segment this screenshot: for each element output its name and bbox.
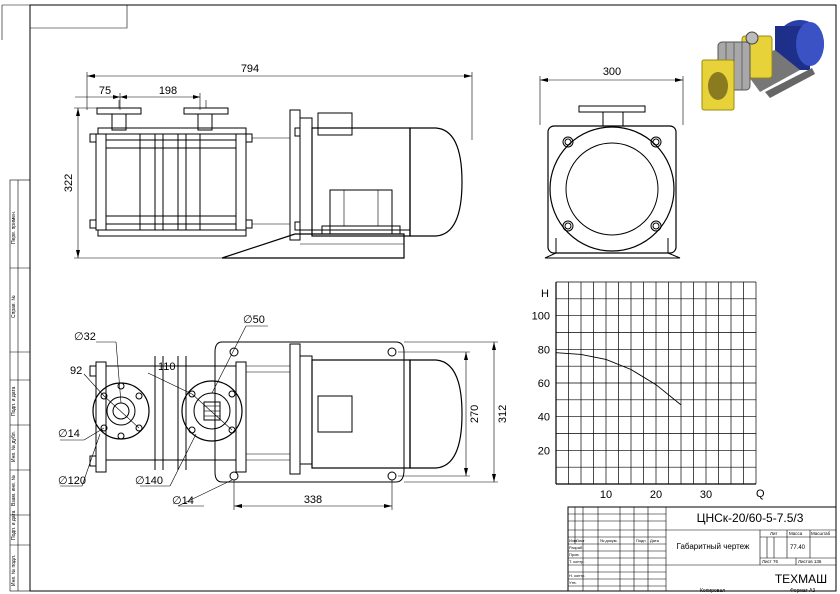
row-header: Изм. <box>569 538 578 543</box>
chart-grid <box>555 281 757 485</box>
dim-d120: ∅120 <box>58 475 86 487</box>
dim-198: 198 <box>159 85 177 97</box>
role-label: Пров. <box>569 552 580 557</box>
company-name: ТЕХМАШ <box>775 572 827 586</box>
mass-value: 77.40 <box>790 545 806 551</box>
copied-label: Копировал <box>700 588 725 594</box>
role-label: Н. контр. <box>569 573 586 578</box>
col-lit: Лит <box>770 531 778 536</box>
title-block: ЦНСк-20/60-5-7.5/3 Габаритный чертеж Лит… <box>567 506 837 594</box>
dim-322: 322 <box>63 174 75 192</box>
dim-270: 270 <box>469 405 481 423</box>
x-tick-label: 10 <box>600 489 612 501</box>
dim-d50: ∅50 <box>243 314 265 326</box>
pump-render-image <box>701 20 824 111</box>
designation-text: ЦНСк-20/60-5-7.5/3 <box>697 511 804 525</box>
row-header: Дата <box>650 538 660 543</box>
dim-d32: ∅32 <box>74 331 96 343</box>
end-view: 300 <box>539 66 684 259</box>
dim-d14-left: ∅14 <box>58 428 80 440</box>
col-scale: Масштаб <box>811 531 831 536</box>
stamp-text: Инв. № дубл. <box>11 431 17 462</box>
row-header: Подп. <box>636 538 647 543</box>
stamp-text: Подп. и дата <box>11 386 17 416</box>
row-header: № докум. <box>600 538 618 543</box>
dim-300: 300 <box>603 66 621 78</box>
dim-75: 75 <box>99 85 111 97</box>
dim-92: 92 <box>70 365 82 377</box>
col-mass: Масса <box>789 531 803 536</box>
y-tick-label: 40 <box>538 412 550 424</box>
x-tick-label: 20 <box>650 489 662 501</box>
y-tick-label: 60 <box>538 378 550 390</box>
dim-110: 110 <box>158 361 176 373</box>
dim-794: 794 <box>241 63 259 75</box>
stamp-text: Перв. примен. <box>11 211 17 244</box>
y-tick-labels: 100 80 60 40 20 <box>532 311 550 458</box>
sheet-number: Лист 76 <box>762 559 779 564</box>
dim-d140: ∅140 <box>135 475 163 487</box>
y-axis-label: H <box>541 288 549 300</box>
stamp-text: Справ. № <box>11 295 17 318</box>
y-tick-label: 80 <box>538 344 550 356</box>
y-tick-label: 20 <box>538 445 550 457</box>
y-tick-label: 100 <box>532 311 550 323</box>
role-label: Утв. <box>569 580 577 585</box>
front-view: 794 75 198 322 <box>63 63 473 259</box>
x-tick-labels: 10 20 30 <box>600 489 712 501</box>
side-stamp-strip: Перв. примен. Справ. № Подп. и дата Инв.… <box>9 179 31 592</box>
plan-view: 338 270 312 ∅32 ∅50 92 110 ∅14 ∅120 <box>58 314 509 510</box>
role-label: Разраб. <box>569 545 583 550</box>
x-axis-label: Q <box>756 488 765 500</box>
performance-chart: H Q 100 80 60 40 20 10 20 30 <box>532 281 765 501</box>
stamp-text: Взам. инв. № <box>11 475 17 506</box>
dim-338: 338 <box>304 494 322 506</box>
doc-title-text: Габаритный чертеж <box>677 542 750 551</box>
row-header: Лист <box>576 538 585 543</box>
dim-312: 312 <box>497 405 509 423</box>
stamp-text: Подп. и дата <box>11 510 17 540</box>
format-label: Формат A3 <box>790 588 815 594</box>
hq-curve <box>555 352 682 406</box>
x-tick-label: 30 <box>700 489 712 501</box>
role-label: Т. контр. <box>569 559 585 564</box>
dim-d14-bottom: ∅14 <box>172 495 194 507</box>
stamp-text: Инв. № подл. <box>11 555 17 586</box>
sheet-count: Листов 136 <box>798 559 822 564</box>
